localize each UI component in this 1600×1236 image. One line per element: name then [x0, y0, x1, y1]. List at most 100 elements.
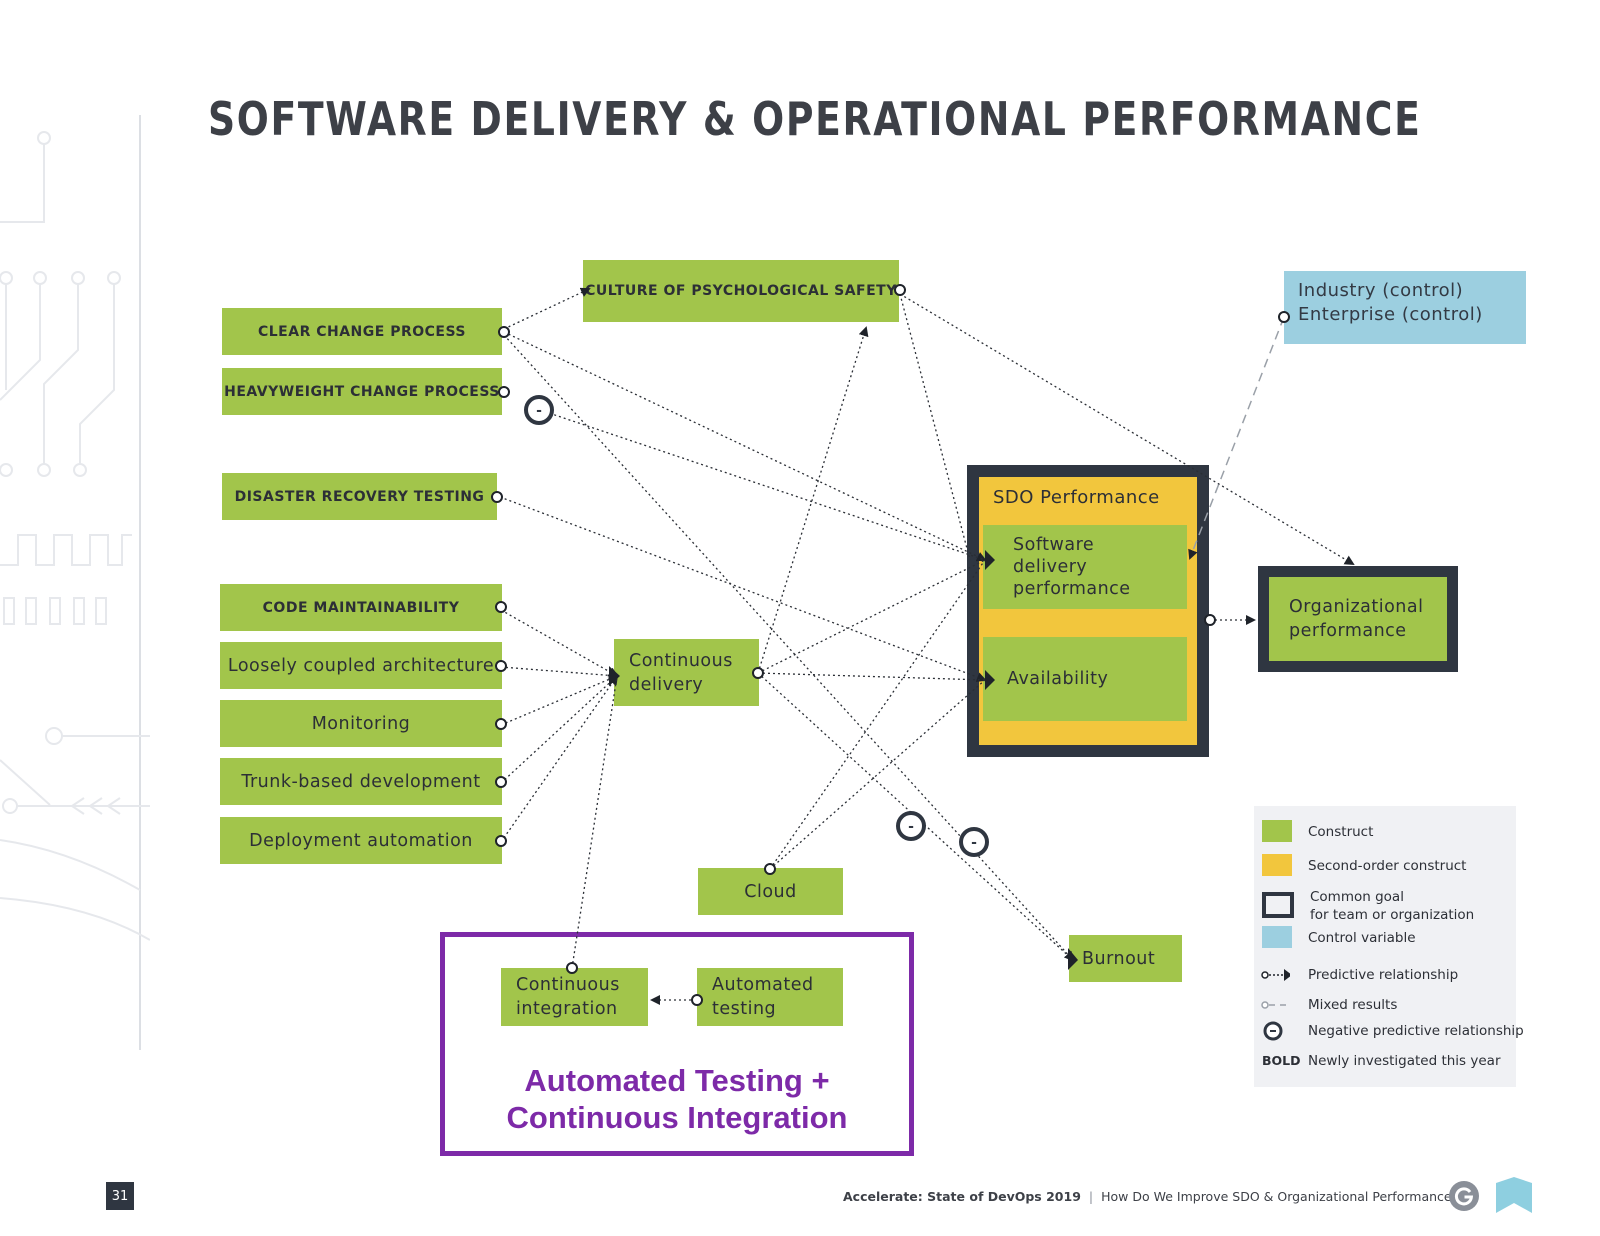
legend-negative: Negative predictive relationship [1254, 1018, 1524, 1044]
legend-second-order: Second-order construct [1254, 854, 1516, 880]
arrowhead-availability [985, 670, 995, 690]
node-trunk-based-development: Trunk-based development [220, 758, 502, 805]
node-automated-testing-line2: testing [712, 999, 777, 1019]
industry-control-label: Industry (control) [1298, 280, 1464, 301]
predictive-relationship-icon [1261, 969, 1290, 981]
node-control-variables: Industry (control) Enterprise (control) [1284, 271, 1526, 344]
node-continuous-integration-line1: Continuous [516, 975, 620, 995]
automated-testing-ci-title-line1: Automated Testing + [524, 1063, 830, 1098]
negative-marker-clear-change-burnout: - [959, 827, 989, 857]
node-continuous-delivery-line1: Continuous [629, 650, 733, 671]
edge-ci-to-cd [571, 675, 618, 969]
node-automated-testing: Automated testing [697, 968, 843, 1026]
arrowhead-burnout [1068, 948, 1078, 970]
origin-disaster-recovery [491, 491, 503, 503]
origin-sdo-performance [1204, 614, 1216, 626]
arrowhead-software-delivery [985, 550, 995, 570]
node-organizational-performance: Organizational performance [1269, 577, 1447, 661]
page-number: 31 [106, 1182, 134, 1210]
edge-deployment-automation-to-cd [500, 674, 619, 843]
node-continuous-delivery: Continuous delivery [614, 639, 759, 706]
sdo-performance-label: SDO Performance [993, 487, 1160, 508]
node-software-delivery-line1: Software [1013, 535, 1095, 555]
legend-negative-label: Negative predictive relationship [1308, 1023, 1524, 1039]
svg-text:-: - [536, 403, 542, 419]
node-availability: Availability [983, 637, 1187, 721]
origin-control-variables [1278, 311, 1290, 323]
arrowhead-continuous-delivery [609, 666, 620, 686]
node-burnout: Burnout [1069, 935, 1182, 982]
negative-marker-heavyweight: - [524, 395, 554, 425]
legend-predictive-label: Predictive relationship [1308, 967, 1459, 983]
origin-automated-testing [691, 994, 703, 1006]
origin-continuous-delivery [752, 667, 764, 679]
bookmark-icon[interactable] [1496, 1177, 1532, 1213]
edge-control-to-software-delivery [1188, 316, 1285, 560]
node-continuous-integration-line2: integration [516, 999, 618, 1019]
page-title: SOFTWARE DELIVERY & OPERATIONAL PERFORMA… [208, 92, 1422, 146]
edge-cd-to-burnout [757, 672, 1074, 961]
mixed-results-icon [1261, 1001, 1290, 1009]
legend-common-goal-line2: for team or organization [1310, 907, 1475, 923]
node-continuous-delivery-line2: delivery [629, 674, 704, 695]
legend-control-variable: Control variable [1254, 926, 1516, 952]
node-software-delivery-line2: delivery [1013, 557, 1088, 577]
legend-predictive: Predictive relationship [1254, 962, 1516, 988]
origin-continuous-integration [566, 962, 578, 974]
edge-code-maintainability-to-cd [500, 609, 619, 677]
node-automated-testing-line1: Automated [712, 975, 814, 995]
node-deployment-automation: Deployment automation [220, 817, 502, 864]
node-cloud: Cloud [698, 868, 843, 915]
edge-loosely-coupled-to-cd [500, 666, 619, 681]
origin-code-maintainability [495, 601, 507, 613]
node-monitoring: Monitoring [220, 700, 502, 747]
edge-disaster-recovery-to-availability [499, 496, 987, 682]
edge-trunk-based-to-cd [500, 674, 619, 784]
node-culture-psychological-safety: CULTURE OF PSYCHOLOGICAL SAFETY [583, 260, 899, 322]
automated-testing-ci-title-line2: Continuous Integration [506, 1100, 848, 1135]
node-org-performance-line2: performance [1289, 621, 1407, 641]
node-software-delivery-performance: Software delivery performance [983, 525, 1187, 609]
legend-construct-label: Construct [1308, 824, 1374, 840]
edge-cd-to-culture [757, 326, 869, 674]
circuit-decoration [0, 115, 150, 1050]
node-code-maintainability: CODE MAINTAINABILITY [220, 584, 502, 631]
negative-relationship-icon [1263, 1021, 1283, 1041]
footer-section-title: How Do We Improve SDO & Organizational P… [1101, 1189, 1459, 1204]
automated-testing-ci-title: Automated Testing + Continuous Integrati… [440, 1062, 914, 1136]
origin-deployment-automation [495, 835, 507, 847]
origin-cloud [764, 863, 776, 875]
edge-heavyweight-to-software-delivery [539, 409, 986, 561]
legend-mixed: Mixed results [1254, 992, 1516, 1018]
origin-culture [894, 284, 906, 296]
edge-monitoring-to-cd [500, 674, 619, 726]
edge-culture-to-software-delivery [899, 293, 971, 561]
origin-heavyweight-change [498, 386, 510, 398]
legend-construct: Construct [1254, 820, 1516, 846]
automated-testing-ci-highlight-box [440, 932, 914, 1156]
edge-cd-to-availability [757, 672, 986, 681]
second-order-swatch [1262, 854, 1292, 876]
node-org-performance-line1: Organizational [1289, 597, 1424, 617]
node-continuous-integration: Continuous integration [501, 968, 648, 1026]
legend-mixed-label: Mixed results [1308, 997, 1398, 1013]
footer-text: Accelerate: State of DevOps 2019|How Do … [843, 1189, 1458, 1204]
legend: Construct Second-order construct Common … [1254, 806, 1524, 1087]
node-clear-change-process: CLEAR CHANGE PROCESS [222, 308, 502, 355]
control-variable-swatch [1262, 926, 1292, 948]
legend-bold-key: BOLD [1262, 1053, 1301, 1068]
footer-report-title: Accelerate: State of DevOps 2019 [843, 1189, 1081, 1204]
origin-clear-change [498, 326, 510, 338]
node-software-delivery-line3: performance [1013, 579, 1131, 599]
edge-cloud-to-availability [769, 679, 986, 870]
edge-culture-to-org-performance [899, 293, 1355, 566]
origin-loosely-coupled [495, 660, 507, 672]
edge-cloud-to-software-delivery [769, 559, 986, 870]
edge-cd-to-software-delivery [757, 559, 986, 674]
node-heavyweight-change-process: HEAVYWEIGHT CHANGE PROCESS [222, 368, 502, 415]
origin-monitoring [495, 718, 507, 730]
common-goal-swatch [1262, 892, 1294, 918]
enterprise-control-label: Enterprise (control) [1298, 304, 1483, 325]
node-loosely-coupled-architecture: Loosely coupled architecture [220, 642, 502, 689]
